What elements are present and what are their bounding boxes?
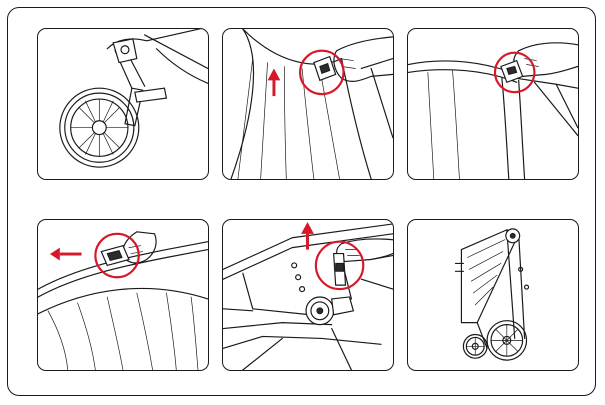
step-5-panel <box>222 219 394 371</box>
latch-icon <box>314 57 336 81</box>
wheel-icon <box>463 334 487 358</box>
canopy-latch-illustration <box>408 29 578 179</box>
latch-icon <box>101 246 129 266</box>
canopy-latch-illustration <box>223 29 393 179</box>
lever-icon <box>334 254 346 286</box>
step-4-panel <box>37 219 209 371</box>
step-1-panel <box>37 28 209 180</box>
handle-release-illustration <box>38 220 208 370</box>
left-arrow-icon <box>50 248 82 261</box>
seat-release-illustration <box>223 220 393 370</box>
step-2-panel <box>222 28 394 180</box>
canopy <box>231 29 393 179</box>
up-arrow-icon <box>268 68 281 96</box>
step-3-panel <box>407 28 579 180</box>
step-6-panel <box>407 219 579 371</box>
folded-stroller-icon <box>456 229 529 348</box>
wheel-icon <box>60 88 139 167</box>
folded-stroller-illustration <box>408 220 578 370</box>
hand-icon <box>514 43 578 77</box>
hinge-icon <box>306 297 353 325</box>
canopy <box>408 61 578 179</box>
wheel-illustration <box>38 29 208 179</box>
wheel-icon <box>487 321 526 360</box>
brake-pedal-icon <box>135 88 167 102</box>
